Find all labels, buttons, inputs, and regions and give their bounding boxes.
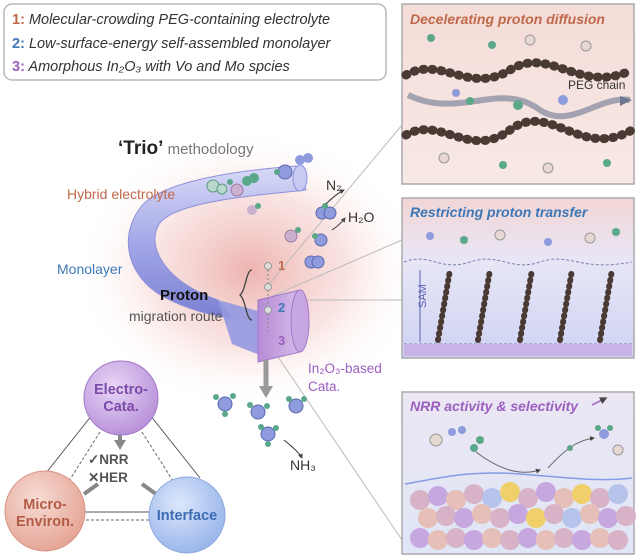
peg-chain-label: PEG chain <box>568 78 625 92</box>
legend-item-2-text: Low-surface-energy self-assembled monola… <box>29 36 332 52</box>
catalyst-label-1: In₂O₃-based <box>308 361 382 376</box>
ammonia-molecules <box>213 393 307 459</box>
panel-proton-diffusion: Decelerating proton diffusion PEG chain <box>401 3 637 185</box>
proton-label: Proton <box>160 287 208 304</box>
panel-3-title: NRR activity & selectivity <box>410 398 579 414</box>
tube-molecules <box>206 153 337 269</box>
legend-item-2-num: 2: <box>12 36 25 52</box>
proton-migration-tube: 1 2 3 <box>127 164 310 398</box>
trio-title: ‘Trio’ methodology <box>118 138 254 159</box>
legend-item-1: 1: Molecular-crowding PEG-containing ele… <box>12 12 330 28</box>
h2o-label: H₂O <box>348 209 375 225</box>
trio-title-strong: ‘Trio’ <box>118 138 163 159</box>
trio-title-rest: methodology <box>163 141 254 158</box>
nrr-label: ✓NRR <box>88 452 129 467</box>
interface-circle <box>148 476 226 554</box>
panel-nrr-selectivity: NRR activity & selectivity <box>401 391 636 555</box>
micro-environ-label-2: Environ. <box>16 514 74 530</box>
trio-triangle <box>4 360 226 554</box>
migration-route-label: migration route <box>129 308 223 324</box>
step-3-label: 3 <box>278 333 285 348</box>
electro-cata-label-1: Electro- <box>94 382 148 398</box>
interface-label: Interface <box>157 508 217 524</box>
panel-proton-transfer: Restricting proton transfer SAM <box>401 197 635 359</box>
connector-lines <box>265 124 403 541</box>
micro-environ-circle <box>4 470 86 552</box>
nh3-label: NH₃ <box>290 457 316 473</box>
legend-item-1-text: Molecular-crowding PEG-containing electr… <box>29 12 330 28</box>
legend-item-2: 2: Low-surface-energy self-assembled mon… <box>12 36 332 52</box>
legend-item-3: 3: Amorphous In₂O₃ with Vo and Mo spcies <box>12 59 290 75</box>
her-label: ✕HER <box>88 470 128 485</box>
step-1-label: 1 <box>278 258 285 273</box>
sam-label: SAM <box>417 284 429 308</box>
hybrid-electrolyte-label: Hybrid electrolyte <box>67 186 175 202</box>
legend-item-1-num: 1: <box>12 12 25 28</box>
n2-label: N₂ <box>326 177 342 193</box>
step-2-label: 2 <box>278 300 285 315</box>
electro-cata-circle <box>83 360 159 436</box>
legend: 1: Molecular-crowding PEG-containing ele… <box>3 3 387 81</box>
panel-1-title: Decelerating proton diffusion <box>410 11 605 27</box>
monolayer-label: Monolayer <box>57 261 123 277</box>
legend-item-3-num: 3: <box>12 59 25 75</box>
panel-2-title: Restricting proton transfer <box>410 204 589 220</box>
legend-item-3-text: Amorphous In₂O₃ with Vo and Mo spcies <box>27 59 289 75</box>
electro-cata-label-2: Cata. <box>103 399 138 415</box>
micro-environ-label-1: Micro- <box>23 497 67 513</box>
catalyst-label-2: Cata. <box>308 379 340 394</box>
